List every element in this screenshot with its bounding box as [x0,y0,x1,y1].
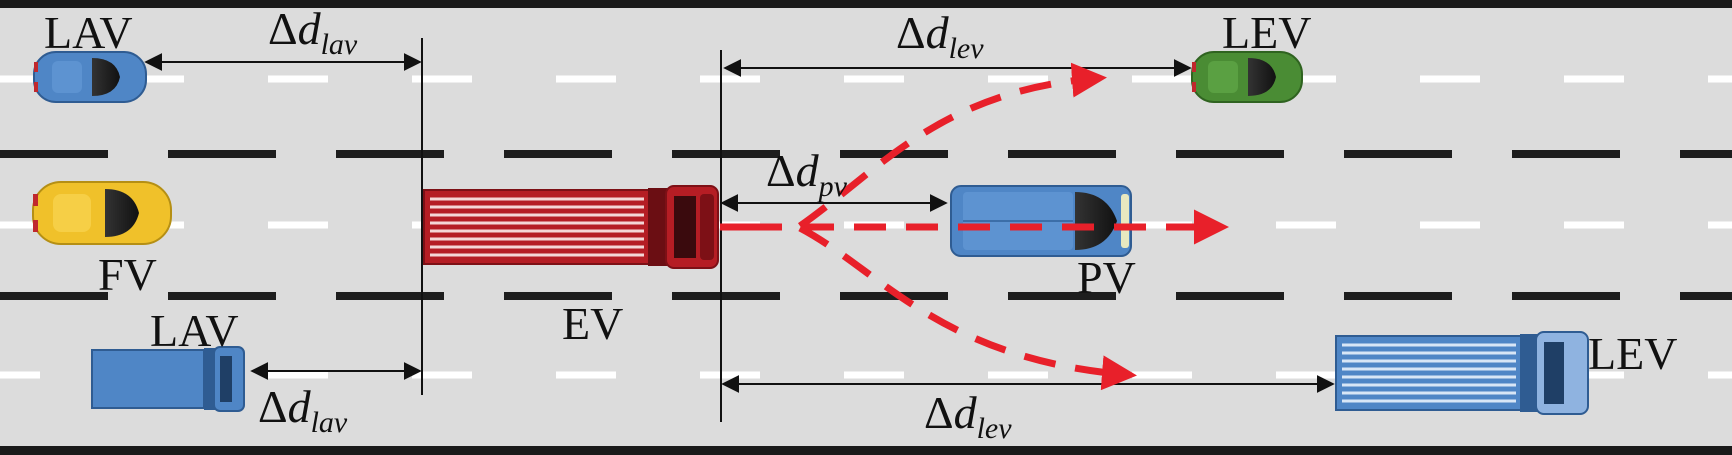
fv-car [32,181,172,245]
label-lev-top: LEV [1222,7,1311,58]
lev-bottom-truck [1335,331,1589,415]
lav-bottom-truck [91,346,245,412]
label-dpv: Δdpv [766,145,848,203]
label-pv: PV [1077,252,1136,303]
label-dlev-top: Δdlev [896,7,984,65]
lev-top-car [1191,51,1303,103]
lav-top-car [33,51,147,103]
road-bottom-edge [0,446,1732,455]
trajectory-left-lane-change [797,62,1107,229]
label-dlav-top: Δdlav [268,3,358,61]
ev-truck [423,185,719,269]
label-lav-top: LAV [44,7,133,58]
trajectories [720,62,1229,391]
label-lav-bottom: LAV [150,305,239,356]
label-lev-bottom: LEV [1588,328,1677,379]
label-fv: FV [98,249,157,300]
road-top-edge [0,0,1732,8]
label-dlav-bottom: Δdlav [258,381,348,439]
label-dlev-bottom: Δdlev [924,387,1012,445]
label-ev: EV [562,298,623,349]
pv-van [950,185,1132,257]
